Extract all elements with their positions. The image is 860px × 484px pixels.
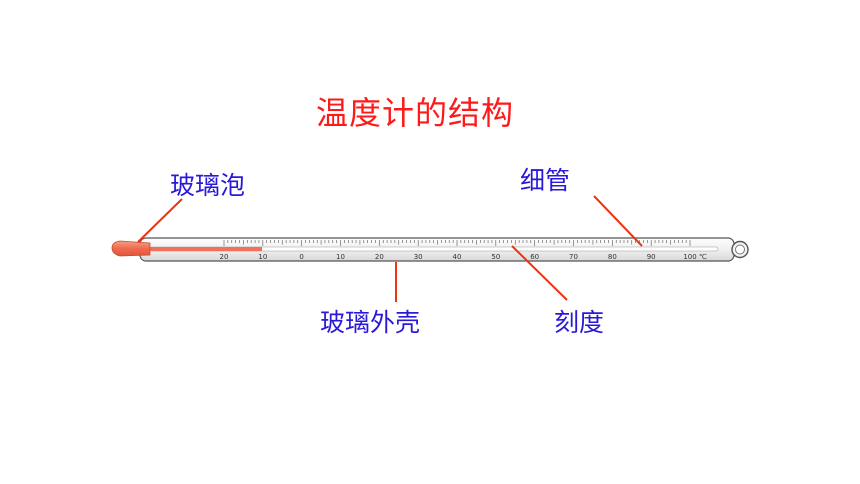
leader-line-bulb — [137, 198, 183, 243]
scale-tick-label: 20 — [375, 253, 384, 261]
scale-tick-label: 50 — [491, 253, 500, 261]
leader-line-scale — [511, 245, 568, 301]
scale-tick-label: 20 — [220, 253, 229, 261]
scale-tick-label: 10 — [258, 253, 267, 261]
label-scale: 刻度 — [554, 308, 605, 337]
scale-tick-label: 40 — [453, 253, 462, 261]
scale-tick-label: 60 — [530, 253, 539, 261]
scale-tick-label: 100 — [683, 253, 696, 261]
scale-unit: ℃ — [699, 253, 707, 261]
label-capillary: 细管 — [520, 166, 571, 195]
glass-bulb — [111, 240, 151, 257]
scale-tick-label: 70 — [569, 253, 578, 261]
diagram-title: 温度计的结构 — [315, 94, 514, 132]
label-glass-shell: 玻璃外壳 — [320, 308, 421, 337]
leader-line-capillary — [593, 195, 643, 247]
scale-tick-label: 0 — [299, 253, 303, 261]
mercury-column — [138, 247, 262, 251]
label-bulb: 玻璃泡 — [170, 171, 246, 200]
scale-tick-label: 30 — [414, 253, 423, 261]
scale-tick-label: 10 — [336, 253, 345, 261]
scale-tick-label: 80 — [608, 253, 617, 261]
scale-ticks — [223, 240, 691, 246]
hanging-ring-inner — [735, 244, 745, 255]
scale-tick-label: 90 — [647, 253, 656, 261]
